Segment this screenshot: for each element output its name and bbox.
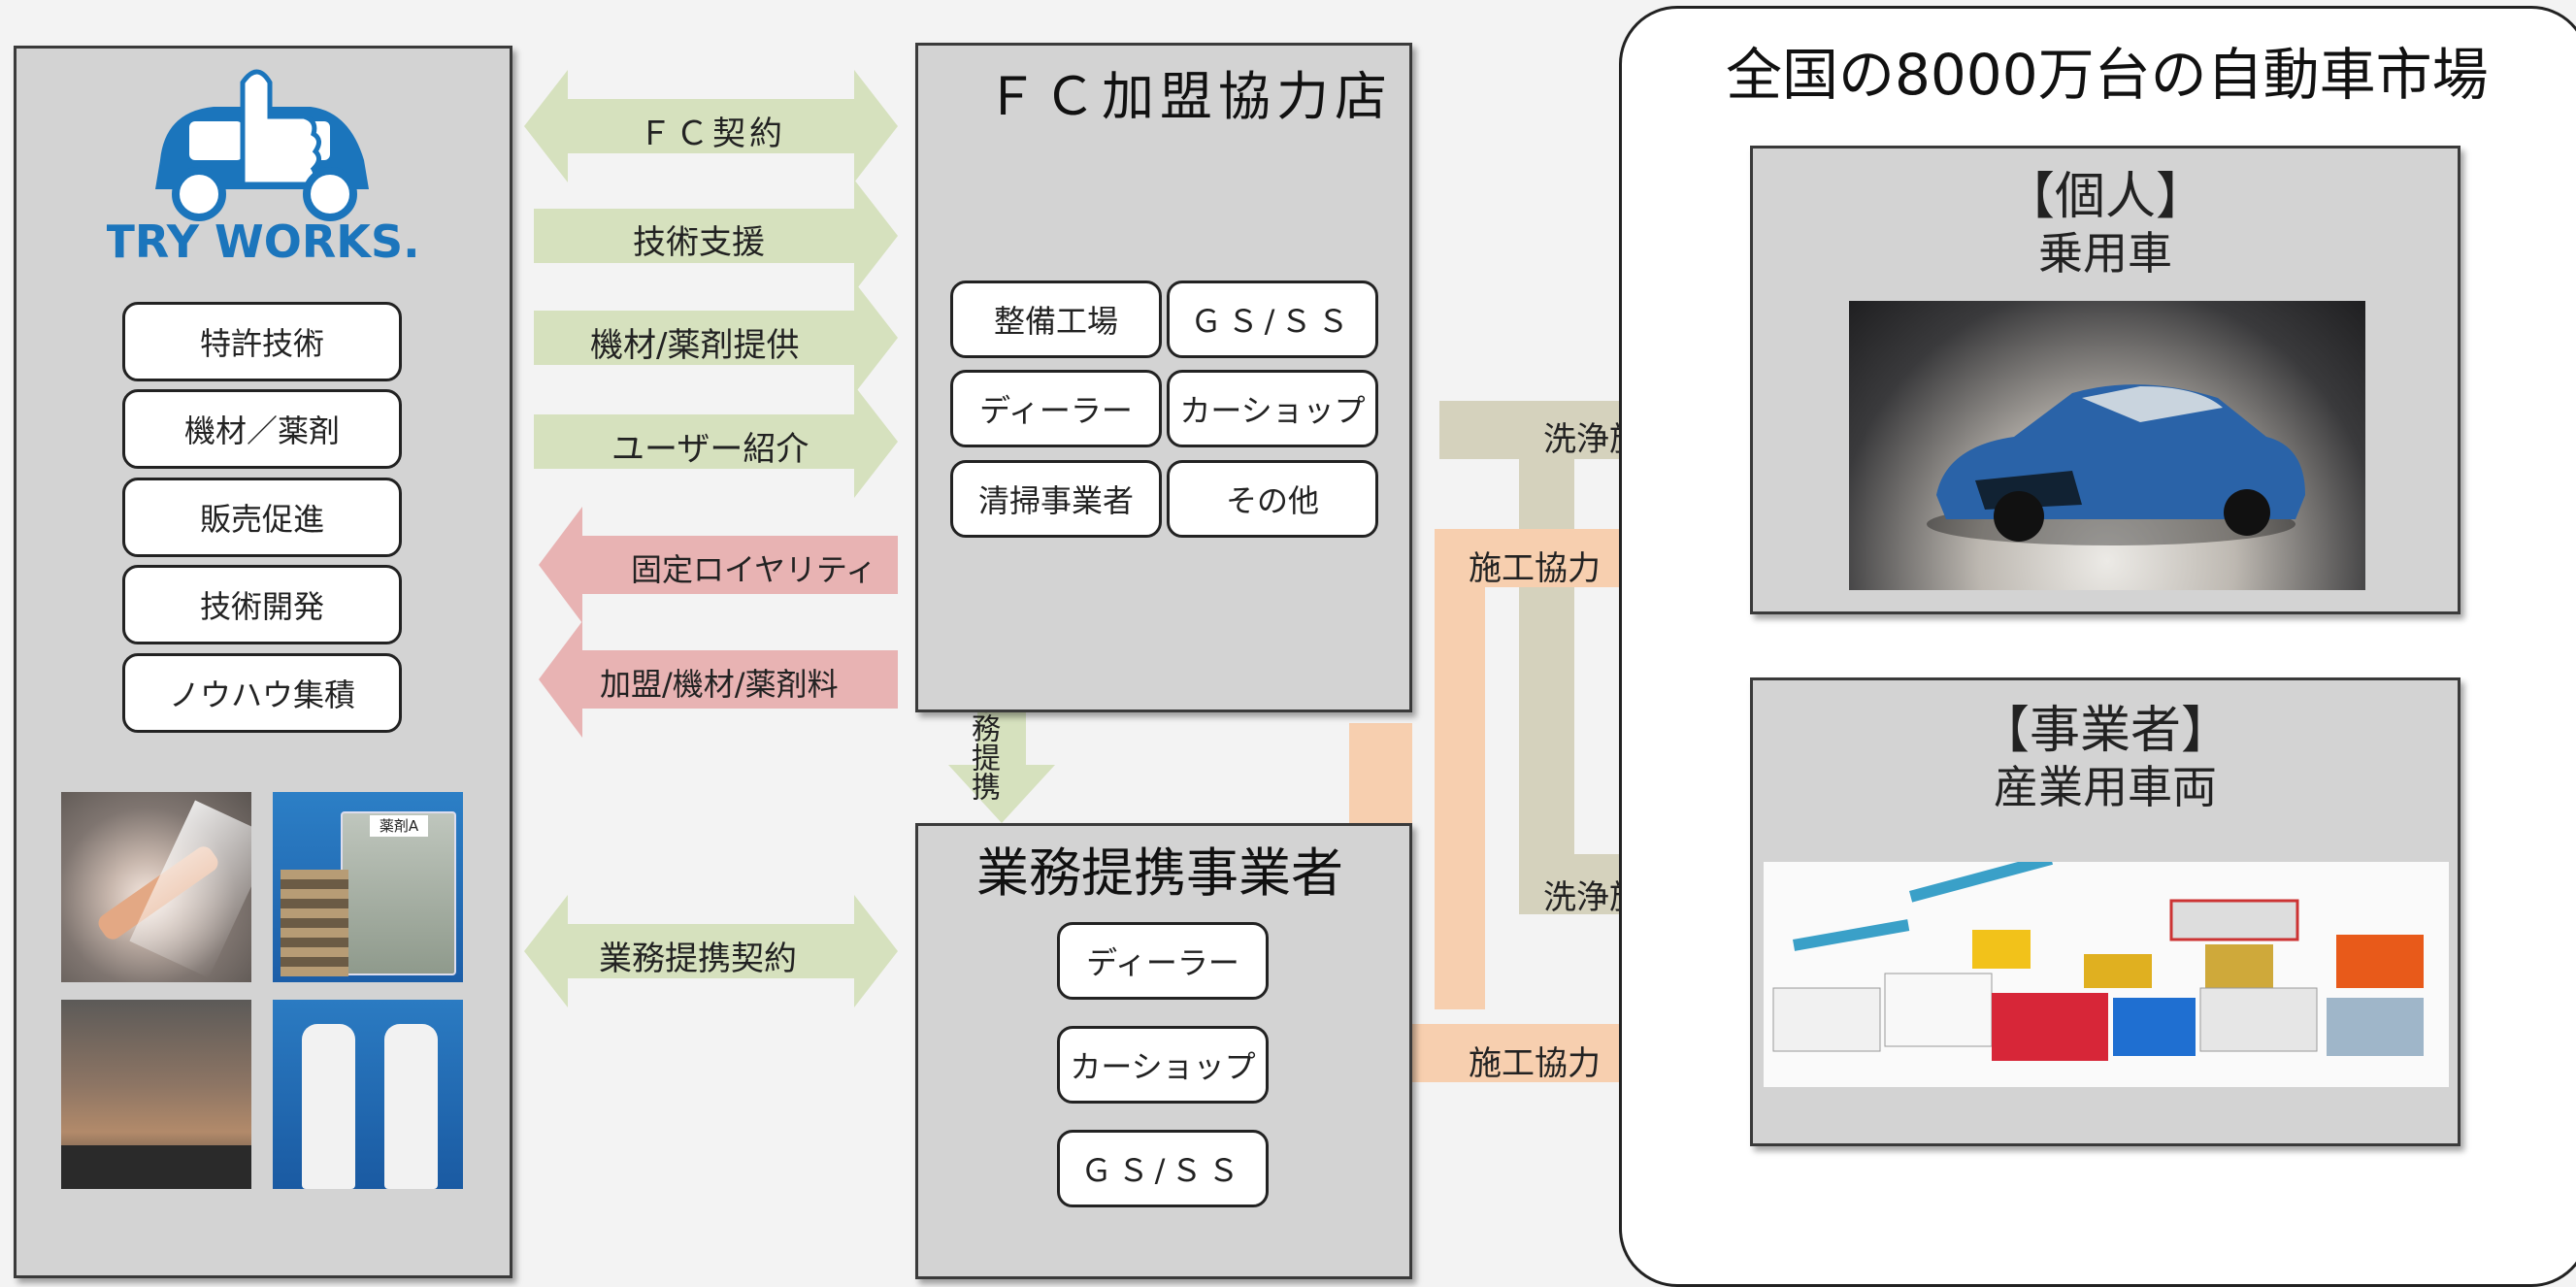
- partner-item-car-shop: カーショップ: [1057, 1026, 1269, 1104]
- fc-item-car-shop: カーショップ: [1167, 370, 1378, 447]
- fc-item-other: その他: [1167, 460, 1378, 538]
- equipment-supply-label: 機材/薬剤提供: [590, 326, 800, 365]
- fixed-royalty-arrow: [539, 507, 898, 623]
- blue-sports-car-photo: [1849, 301, 2365, 590]
- fc-item-gs-ss: ＧＳ/ＳＳ: [1167, 280, 1378, 358]
- fc-item-repair-shop: 整備工場: [950, 280, 1162, 358]
- business-alliance-contract-label: 業務提携契約: [599, 940, 797, 978]
- try-works-logo: TRY WORKS.: [104, 53, 420, 272]
- fc-store-title: ＦＣ加盟協力店: [985, 66, 1393, 127]
- fc-item-dealer: ディーラー: [950, 370, 1162, 447]
- fc-item-cleaning-company: 清掃事業者: [950, 460, 1162, 538]
- fc-contract-label: ＦＣ契約: [639, 115, 786, 153]
- user-referral-arrow: [534, 385, 898, 498]
- business-alliance-arrow: [524, 895, 898, 1007]
- individual-subtitle: 乗用車: [2038, 227, 2172, 280]
- coop-label-top: 施工協力: [1469, 549, 1601, 588]
- company-item-sales-promotion: 販売促進: [122, 478, 402, 557]
- industrial-vehicles-icon: [1772, 862, 2424, 1061]
- company-item-know-how: ノウハウ集積: [122, 653, 402, 733]
- sports-car-icon: [1927, 384, 2305, 545]
- company-item-patent: 特許技術: [122, 302, 402, 381]
- logo-text: TRY WORKS.: [107, 215, 417, 268]
- partner-title: 業務提携事業者: [976, 842, 1343, 904]
- partner-item-dealer: ディーラー: [1057, 922, 1269, 1000]
- dirty-water-photo: [61, 1000, 251, 1189]
- fixed-royalty-label: 固定ロイヤリティ: [631, 551, 877, 588]
- spray-nozzle-photo: [61, 792, 251, 982]
- individual-title: 【個人】: [2003, 168, 2206, 226]
- toy-industrial-vehicles-photo: [1764, 862, 2449, 1087]
- join-fee-arrow: [539, 621, 898, 738]
- tech-support-arrow: [534, 180, 898, 292]
- beaker-label: 薬剤A: [370, 815, 428, 837]
- chemical-beaker-photo: 薬剤A: [273, 792, 463, 982]
- fc-contract-double-arrow: [524, 70, 898, 182]
- join-fee-label: 加盟/機材/薬剤料: [600, 666, 839, 703]
- white-bottles-photo: [273, 1000, 463, 1189]
- market-title: 全国の8000万台の自動車市場: [1726, 42, 2489, 108]
- thumbs-up-car-icon: TRY WORKS.: [104, 69, 420, 268]
- partner-item-gs-ss: ＧＳ/ＳＳ: [1057, 1130, 1269, 1207]
- tech-support-label: 技術支援: [633, 223, 765, 262]
- washing-vertical-bar: [1519, 459, 1574, 854]
- coop-label-bottom: 施工協力: [1469, 1044, 1601, 1083]
- company-item-equipment: 機材／薬剤: [122, 389, 402, 469]
- user-referral-label: ユーザー紹介: [611, 430, 809, 469]
- company-item-tech-development: 技術開発: [122, 565, 402, 644]
- equipment-supply-arrow: [534, 281, 898, 394]
- business-title: 【事業者】: [1978, 702, 2231, 760]
- business-subtitle: 産業用車両: [1994, 761, 2217, 813]
